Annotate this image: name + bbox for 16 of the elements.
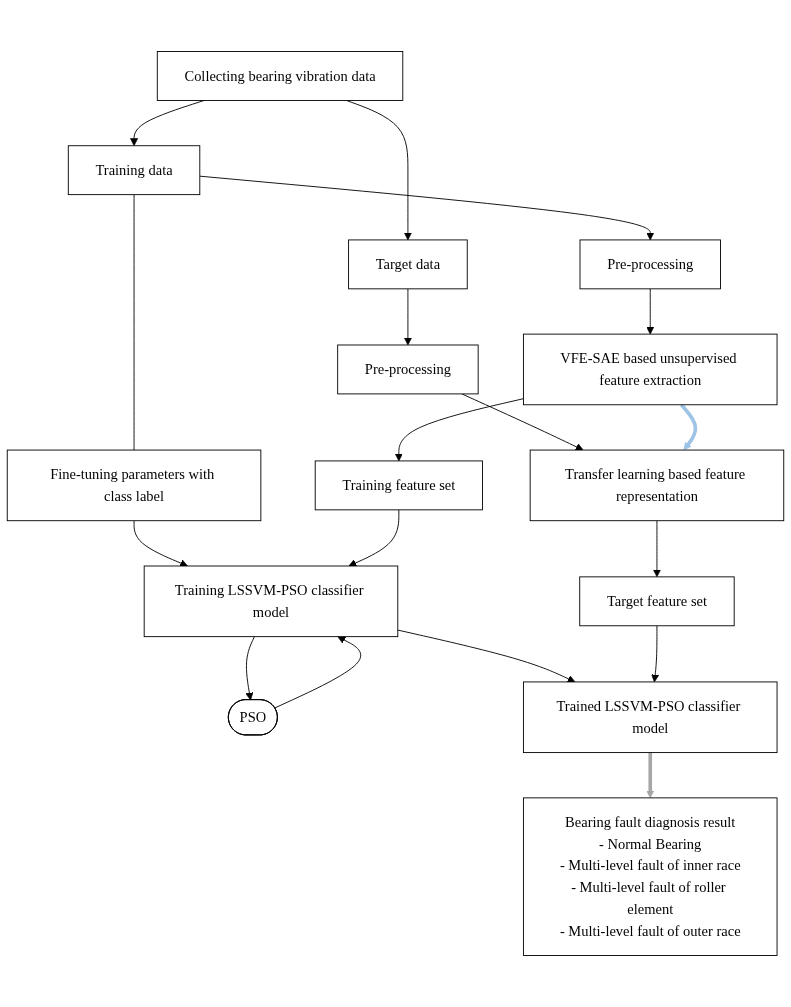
node-box: Bearing fault diagnosis result - Normal Bearing - Multi-level fault of inner race - Multi-level fault of roller element - Multi-level fault of outer race (523, 797, 778, 956)
node-box: Target feature set (579, 576, 735, 627)
node-box: Fine-tuning parameters with class label (6, 449, 262, 522)
node-box: Collecting bearing vibration data (156, 51, 404, 101)
arrow (646, 752, 655, 799)
arrow (679, 403, 698, 451)
node-box: Training LSSVM-PSO classifier model (143, 565, 399, 638)
node-box: Pre-processing (337, 344, 479, 395)
node-box: Transfer learning based feature representation (529, 449, 785, 522)
node-box: Training data (67, 145, 201, 196)
connector (133, 194, 135, 451)
node-box: Training feature set (314, 460, 483, 511)
node-box: Pre-processing (579, 239, 721, 290)
node-box: Trained LSSVM-PSO classifier model (523, 681, 778, 754)
node-box: Target data (348, 239, 468, 290)
node-box: VFE-SAE based unsupervised feature extraction (523, 333, 778, 406)
